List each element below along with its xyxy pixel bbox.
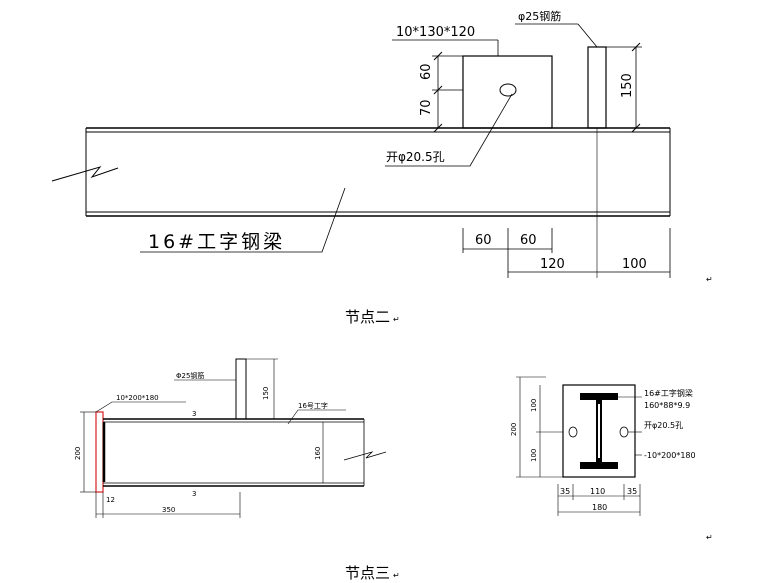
section-detail bbox=[516, 376, 642, 516]
node3-dim-12: 12 bbox=[106, 496, 115, 504]
node2-dim-tick-top bbox=[433, 51, 443, 61]
node2-rebar-leader bbox=[577, 23, 598, 48]
node2-rebar-label: φ25钢筋 bbox=[518, 9, 561, 23]
section-dim-180: 180 bbox=[592, 503, 607, 512]
section-ibeam-web-core bbox=[598, 404, 600, 458]
node2-beam-leader bbox=[140, 187, 346, 253]
section-dim-35a: 35 bbox=[560, 487, 570, 496]
section-dim-100a: 100 bbox=[530, 399, 538, 412]
node2-dim-150-tick-bot bbox=[631, 123, 641, 133]
node3-end-plate bbox=[95, 411, 104, 493]
node3-left-dim: 200 bbox=[74, 447, 82, 460]
section-dim-100b: 100 bbox=[530, 449, 538, 462]
node2-caption-mark: ↵ bbox=[393, 315, 400, 324]
section-hole-right bbox=[619, 426, 629, 438]
section-plate bbox=[562, 384, 636, 478]
section-hole-left bbox=[568, 426, 578, 438]
section-dim-110: 110 bbox=[590, 487, 605, 496]
node2-dim-150-tick-top bbox=[631, 42, 641, 52]
node2-plate-label: 10*130*120 bbox=[396, 25, 475, 40]
node2-dim-70: 70 bbox=[419, 99, 434, 116]
section-return-mark: ↵ bbox=[706, 533, 713, 542]
section-beam-spec: 160*88*9.9 bbox=[644, 401, 690, 410]
section-hole-label: 开φ20.5孔 bbox=[644, 421, 683, 430]
section-ibeam-bottom-flange bbox=[580, 462, 618, 469]
node3-height-dim: 160 bbox=[314, 447, 322, 460]
section-ibeam-top-flange bbox=[580, 393, 618, 400]
node2-return-mark: ↵ bbox=[706, 275, 713, 284]
node2-hole bbox=[499, 83, 517, 97]
section-dim-200: 200 bbox=[510, 423, 518, 436]
node2-bottom-dim-100: 100 bbox=[622, 257, 647, 272]
section-beam-label: 16#工字钢梁 bbox=[644, 388, 693, 398]
node3-weld-top: 3 bbox=[192, 410, 196, 418]
node3-plate-leader bbox=[95, 401, 186, 413]
node2-plate bbox=[462, 55, 553, 129]
node2-rebar bbox=[587, 46, 607, 129]
node3-plate-label: 10*200*180 bbox=[116, 394, 159, 402]
node3-detail bbox=[80, 358, 387, 518]
node2-hole-leader bbox=[385, 93, 513, 167]
node2-caption: 节点二 bbox=[345, 308, 390, 326]
node3-caption: 节点三 bbox=[345, 564, 390, 582]
node3-weld-bot: 3 bbox=[192, 490, 196, 498]
section-dim-35b: 35 bbox=[627, 487, 637, 496]
node2-detail bbox=[51, 23, 671, 278]
node3-beam-label: 16号工字 bbox=[298, 401, 328, 410]
node2-bottom-dim-60b: 60 bbox=[520, 233, 537, 248]
node2-break-mark bbox=[51, 166, 119, 182]
node3-break-mark bbox=[343, 451, 387, 461]
node3-caption-mark: ↵ bbox=[393, 571, 400, 580]
node2-bottom-dim-60a: 60 bbox=[475, 233, 492, 248]
node2-dim-60: 60 bbox=[419, 63, 434, 80]
node3-rebar bbox=[235, 358, 247, 420]
node2-dim-150: 150 bbox=[620, 73, 635, 98]
node2-beam-label: 16#工字钢梁 bbox=[148, 231, 285, 253]
node3-rebar-label: Φ25钢筋 bbox=[176, 371, 204, 380]
node3-rebar-dim: 150 bbox=[262, 387, 270, 400]
node2-dim-tick-bot bbox=[433, 123, 443, 133]
node2-bottom-dim-120: 120 bbox=[540, 257, 565, 272]
section-plate-label: -10*200*180 bbox=[644, 451, 696, 460]
node3-beam-leader bbox=[287, 409, 346, 425]
node2-dim-tick-mid bbox=[433, 85, 443, 95]
node3-dim-350: 350 bbox=[162, 506, 175, 514]
node2-hole-label: 开φ20.5孔 bbox=[386, 150, 445, 164]
